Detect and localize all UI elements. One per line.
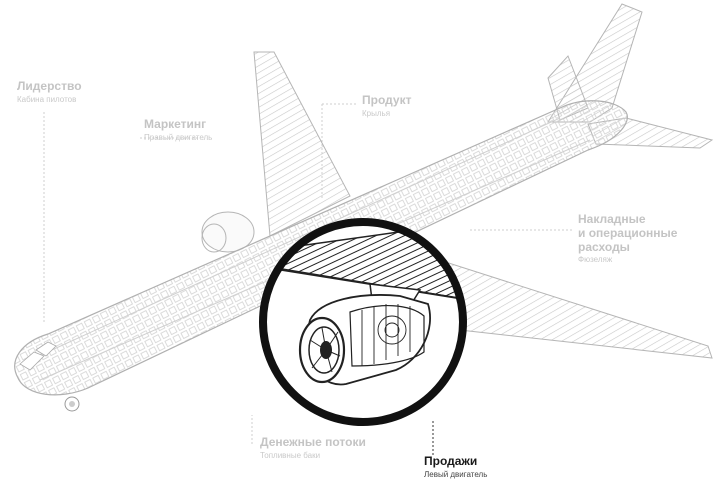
cashflow-subtitle: Топливные баки [260,450,321,460]
product-title: Продукт [362,93,412,107]
label-product: Продукт Крылья [362,93,412,118]
product-subtitle: Крылья [362,108,391,118]
leadership-title: Лидерство [17,79,82,93]
magnifier-ring-icon [259,218,467,426]
label-sales: Продажи Левый двигатель [424,454,488,479]
cashflow-title: Денежные потоки [260,435,366,449]
far-wing [253,51,351,237]
right-engine [201,211,255,253]
marketing-subtitle: Правый двигатель [144,132,213,142]
label-leadership: Лидерство Кабина пилотов [17,79,82,104]
label-marketing: Маркетинг Правый двигатель [144,117,213,142]
overhead-subtitle: Фюзеляж [578,255,613,264]
sales-title: Продажи [424,454,478,468]
leadership-subtitle: Кабина пилотов [17,94,77,104]
marketing-title: Маркетинг [144,117,207,131]
label-overhead: Накладные и операционные расходы Фюзеляж [578,212,677,264]
label-cashflow: Денежные потоки Топливные баки [260,435,366,460]
overhead-title: Накладные и операционные расходы [578,212,678,254]
left-engine [298,294,431,386]
sales-subtitle: Левый двигатель [424,469,488,479]
